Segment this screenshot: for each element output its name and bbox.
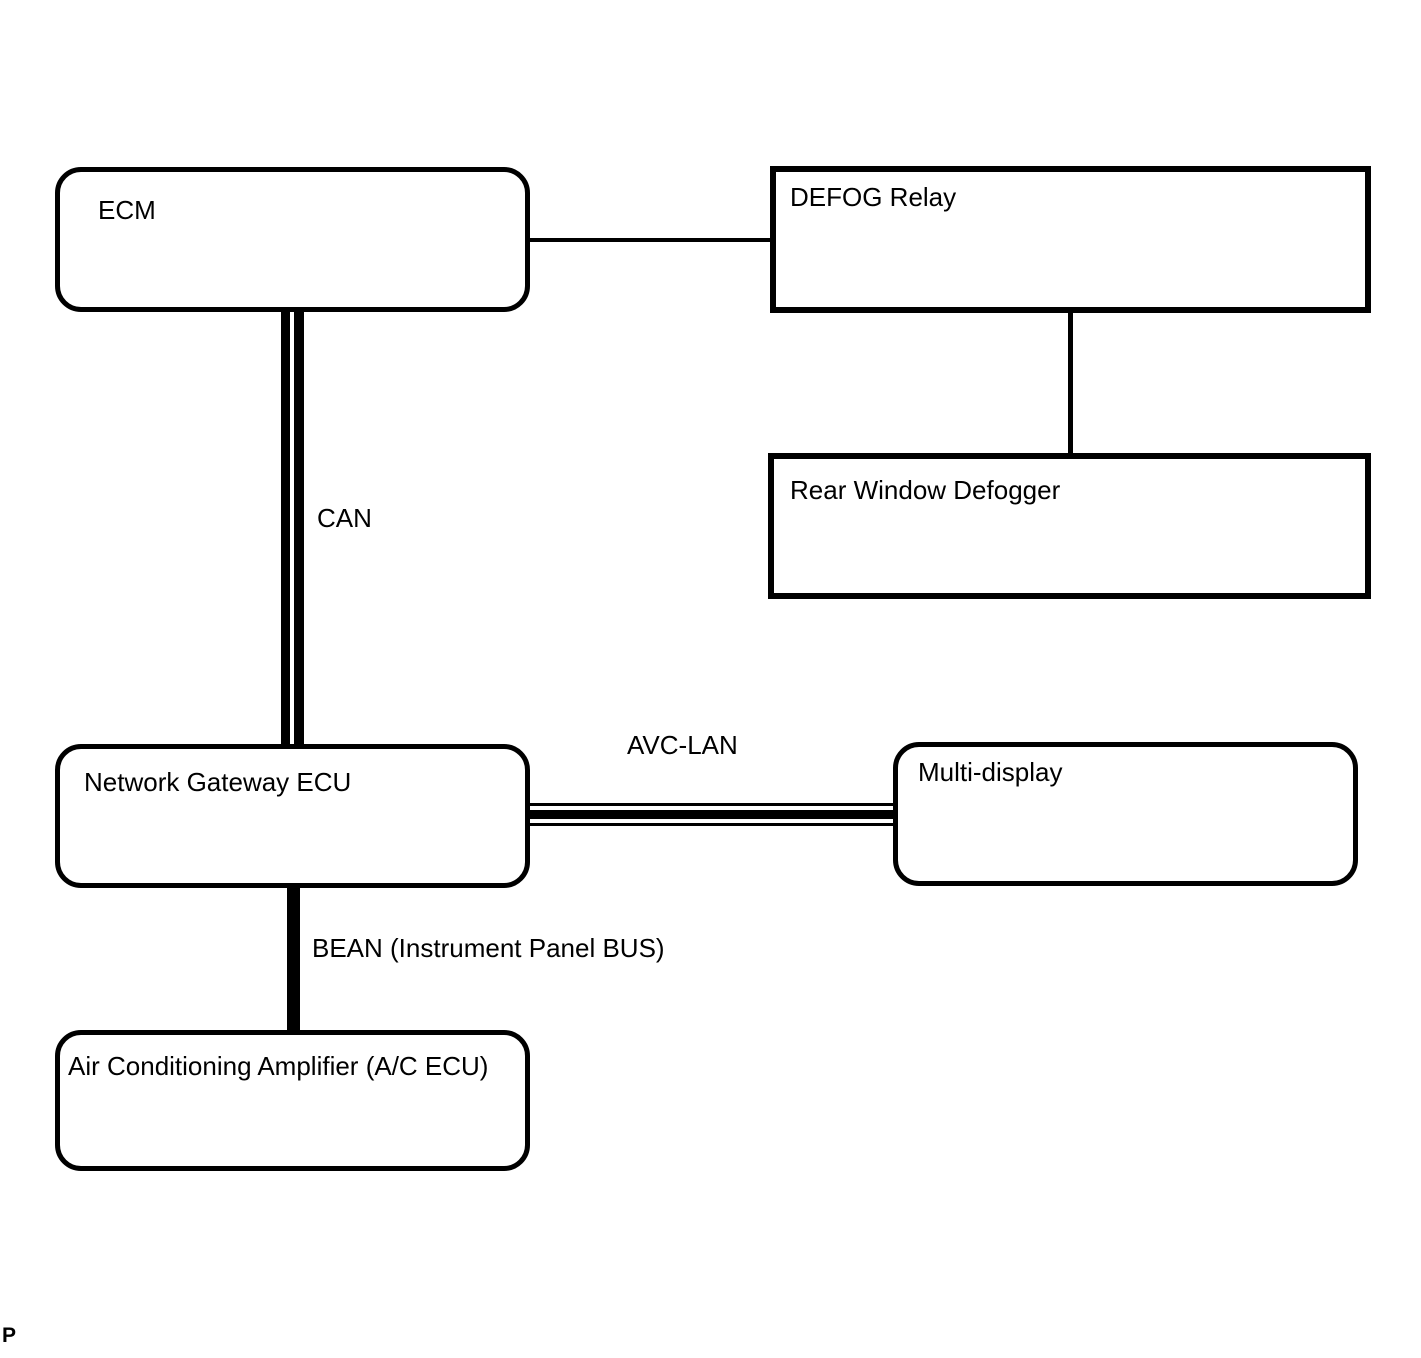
node-ecm-label: ECM xyxy=(98,195,156,225)
node-rear-window-defogger-label: Rear Window Defogger xyxy=(790,475,1061,505)
node-multi-display-label: Multi-display xyxy=(918,757,1063,787)
node-defog-relay: DEFOG Relay xyxy=(770,166,1371,313)
can-bus-label: CAN xyxy=(317,503,372,533)
page-letter: P xyxy=(2,1324,17,1347)
avc-lan-bus-line-top xyxy=(528,803,895,806)
can-bus-line-left xyxy=(281,310,290,746)
node-network-gateway-ecu-label: Network Gateway ECU xyxy=(84,767,352,797)
node-network-gateway-ecu: Network Gateway ECU xyxy=(55,744,530,888)
avc-lan-bus-line-bottom xyxy=(528,823,895,826)
node-ac-amplifier: Air Conditioning Amplifier (A/C ECU) xyxy=(55,1030,530,1171)
can-bus-line-right xyxy=(294,310,304,746)
node-rear-window-defogger: Rear Window Defogger xyxy=(768,453,1371,599)
node-ac-amplifier-label: Air Conditioning Amplifier (A/C ECU) xyxy=(68,1051,489,1081)
avc-lan-bus-line-middle xyxy=(528,810,895,819)
bean-bus-line xyxy=(287,886,300,1032)
bean-bus-label: BEAN (Instrument Panel BUS) xyxy=(312,933,665,963)
wire-ecm-to-defog-relay xyxy=(530,238,770,242)
node-ecm: ECM xyxy=(55,167,530,312)
node-multi-display: Multi-display xyxy=(893,742,1358,886)
node-defog-relay-label: DEFOG Relay xyxy=(790,182,957,212)
avc-lan-bus-label: AVC-LAN xyxy=(627,730,738,760)
wire-defog-relay-to-rear-window-defogger xyxy=(1068,311,1073,455)
